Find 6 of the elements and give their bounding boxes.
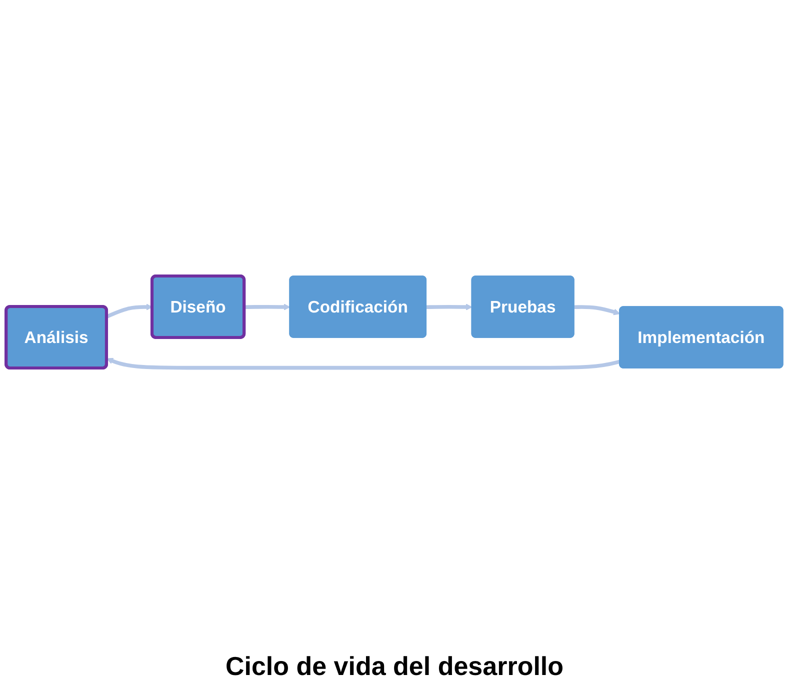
arrow	[244, 303, 290, 310]
diagram-caption: Ciclo de vida del desarrollo	[225, 651, 564, 682]
arrow	[574, 304, 620, 315]
arrow	[106, 303, 153, 318]
arrow	[106, 357, 620, 370]
arrow	[426, 303, 472, 310]
